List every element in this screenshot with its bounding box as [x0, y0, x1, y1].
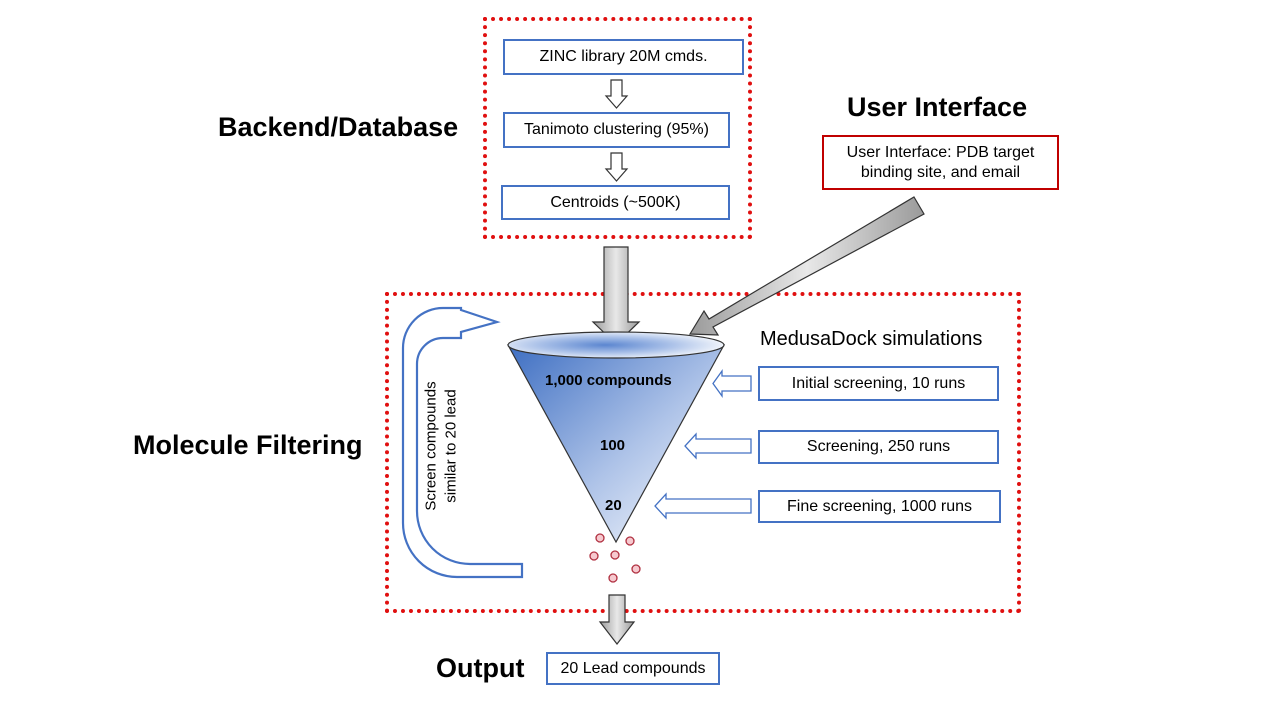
loop-label-line-2: similar to 20 lead	[442, 389, 459, 503]
particle	[625, 536, 635, 546]
particle	[610, 550, 620, 560]
initial-screening-label: Initial screening, 10 runs	[791, 374, 966, 392]
output-box-label: 20 Lead compounds	[560, 659, 706, 677]
screening-box: Screening, 250 runs	[758, 430, 999, 464]
zinc-library-label: ZINC library 20M cmds.	[539, 48, 708, 65]
down-arrow-tanimoto-centroids	[604, 152, 629, 182]
loop-arrow	[401, 306, 524, 579]
funnel-level-1000: 1,000 compounds	[545, 372, 672, 389]
initial-screening-box: Initial screening, 10 runs	[758, 366, 999, 401]
ui-line-2: binding site, and email	[860, 163, 1021, 181]
screening-label: Screening, 250 runs	[806, 438, 951, 455]
fine-screening-box: Fine screening, 1000 runs	[758, 490, 1001, 523]
arrow-screening	[684, 432, 752, 460]
tanimoto-label: Tanimoto clustering (95%)	[524, 121, 709, 138]
user-interface-label: User Interface	[847, 92, 1028, 122]
arrow-ui-to-funnel	[688, 196, 925, 336]
centroids-box: Centroids (~500K)	[501, 185, 730, 220]
ui-line-1: User Interface: PDB target	[846, 143, 1035, 161]
tanimoto-box: Tanimoto clustering (95%)	[503, 112, 730, 148]
output-box: 20 Lead compounds	[546, 652, 720, 685]
particle	[589, 551, 599, 561]
fine-screening-label: Fine screening, 1000 runs	[787, 497, 972, 515]
arrow-initial-screening	[712, 368, 752, 399]
compound-particles	[589, 533, 641, 583]
filtering-region	[385, 292, 1021, 613]
molecule-filtering-label: Molecule Filtering	[133, 430, 363, 460]
loop-label-line-1: Screen compounds	[422, 381, 440, 511]
arrow-backend-to-funnel	[591, 246, 641, 345]
particle	[608, 573, 618, 583]
user-interface-box: User Interface: PDB target binding site,…	[822, 135, 1059, 190]
zinc-library-box: ZINC library 20M cmds.	[503, 39, 744, 75]
down-arrow-zinc-tanimoto	[604, 79, 629, 109]
arrow-fine-screening	[654, 492, 752, 520]
backend-region	[483, 17, 752, 239]
particle	[595, 533, 605, 543]
funnel-level-100: 100	[600, 437, 626, 454]
centroids-label: Centroids (~500K)	[550, 193, 681, 211]
medusadock-title: MedusaDock simulations	[760, 328, 983, 350]
funnel-level-20: 20	[605, 497, 622, 514]
arrow-funnel-to-output	[598, 594, 636, 645]
particle	[631, 564, 641, 574]
funnel-rim	[507, 331, 725, 359]
backend-database-label: Backend/Database	[218, 112, 459, 142]
output-label: Output	[436, 653, 525, 683]
